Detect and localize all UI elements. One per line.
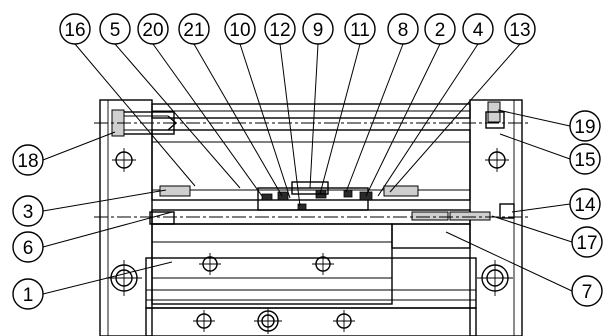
svg-text:20: 20 (142, 20, 163, 41)
svg-text:11: 11 (350, 20, 370, 41)
svg-text:9: 9 (313, 20, 324, 41)
callout-7: 7 (571, 275, 603, 307)
callout-17: 17 (571, 226, 603, 258)
svg-text:10: 10 (229, 20, 250, 41)
right-bumper (449, 211, 491, 221)
callout-1: 1 (12, 278, 44, 310)
callout-10: 10 (224, 13, 256, 45)
callout-19: 19 (569, 110, 601, 142)
svg-text:17: 17 (576, 233, 597, 254)
callout-14: 14 (569, 188, 601, 220)
svg-text:13: 13 (509, 20, 530, 41)
svg-text:16: 16 (64, 20, 85, 41)
callout-5: 5 (99, 13, 131, 45)
hole-right-lower (477, 260, 513, 296)
callout-20: 20 (137, 13, 169, 45)
hole-bottom-1 (193, 310, 215, 332)
slide-table (151, 223, 393, 305)
hole-left-upper (112, 148, 136, 172)
callouts-right: 19 15 14 17 7 (569, 110, 603, 307)
callouts-left: 18 3 6 1 (12, 144, 44, 310)
svg-text:14: 14 (574, 195, 596, 216)
callouts-top: 16 5 20 21 10 12 9 11 8 2 4 13 (59, 13, 536, 45)
callout-13: 13 (504, 13, 536, 45)
callout-11: 11 (344, 13, 376, 45)
svg-text:2: 2 (435, 20, 446, 41)
svg-text:19: 19 (574, 117, 595, 138)
assembly-body (94, 99, 528, 336)
svg-text:8: 8 (398, 20, 409, 41)
svg-text:3: 3 (23, 202, 34, 223)
svg-text:5: 5 (110, 20, 121, 41)
hole-bottom-3 (333, 310, 355, 332)
callout-15: 15 (569, 143, 601, 175)
mounting-holes (106, 148, 513, 334)
hole-table-1 (199, 253, 221, 275)
hole-bottom-2 (254, 308, 282, 334)
callout-2: 2 (424, 13, 456, 45)
callout-8: 8 (387, 13, 419, 45)
callout-16: 16 (59, 13, 91, 45)
svg-text:7: 7 (582, 282, 593, 303)
hole-right-upper (485, 148, 509, 172)
svg-text:4: 4 (473, 20, 484, 41)
svg-text:6: 6 (23, 238, 34, 259)
callout-18: 18 (12, 144, 44, 176)
svg-text:21: 21 (183, 20, 204, 41)
hole-table-2 (312, 253, 334, 275)
left-seal (159, 185, 191, 197)
svg-text:1: 1 (23, 285, 34, 306)
leader-lines (42, 43, 573, 295)
callout-6: 6 (12, 231, 44, 263)
right-seal (383, 185, 419, 197)
svg-text:12: 12 (269, 20, 290, 41)
callout-9: 9 (302, 13, 334, 45)
cylinder-tube (151, 129, 471, 201)
callout-12: 12 (264, 13, 296, 45)
callout-3: 3 (12, 195, 44, 227)
svg-text:18: 18 (17, 151, 38, 172)
guide-rail (145, 257, 477, 309)
callout-21: 21 (178, 13, 210, 45)
svg-text:15: 15 (574, 150, 595, 171)
hole-left-lower (106, 260, 142, 296)
callout-4: 4 (462, 13, 494, 45)
